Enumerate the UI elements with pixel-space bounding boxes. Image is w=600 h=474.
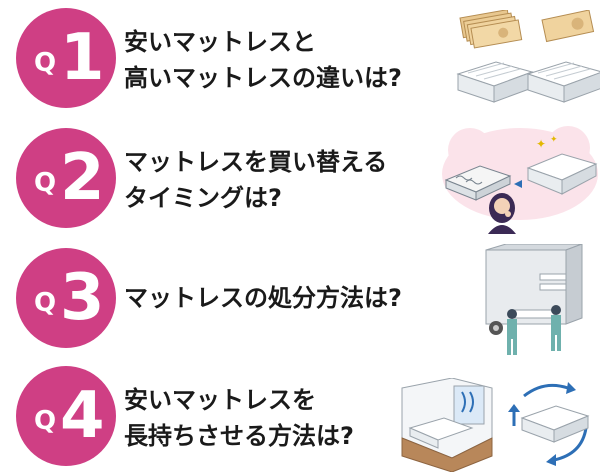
q-badge: Q 4	[16, 366, 116, 466]
question-line: マットレスの処分方法は?	[124, 284, 402, 312]
new-mattress-icon	[526, 153, 598, 195]
question-line: マットレスを買い替える	[124, 148, 388, 176]
q-letter: Q	[34, 48, 57, 78]
q-badge: Q 2	[16, 128, 116, 228]
cheap-vs-expensive-illustration	[456, 10, 600, 103]
mattress-icon	[526, 61, 600, 103]
arrow-icon	[514, 180, 522, 188]
faq-item-q1: Q 1 安いマットレスと 高いマットレスの違いは?	[0, 0, 600, 120]
mattress-icon	[456, 61, 534, 103]
long-life-illustration	[401, 378, 590, 472]
q-badge: Q 3	[16, 248, 116, 348]
q-number: 4	[60, 379, 105, 453]
q-number: 3	[60, 261, 105, 335]
question-text: 安いマットレスと 高いマットレスの違いは?	[124, 24, 402, 96]
question-line: タイミングは?	[124, 184, 282, 212]
bedroom-window-icon	[401, 378, 493, 472]
single-banknote-icon	[541, 10, 595, 43]
disposal-illustration	[485, 244, 583, 355]
rotate-arrows-icon	[508, 382, 588, 466]
moving-truck-icon	[485, 244, 583, 335]
faq-item-q3: Q 3 マットレスの処分方法は?	[0, 240, 600, 360]
mattress-icon	[520, 405, 590, 443]
question-text: マットレスの処分方法は?	[124, 280, 402, 316]
question-line: 安いマットレスと	[124, 28, 316, 56]
question-text: マットレスを買い替える タイミングは?	[124, 144, 387, 216]
question-line: 長持ちさせる方法は?	[124, 422, 354, 450]
question-line: 安いマットレスを	[124, 386, 316, 414]
banknotes-stack-icon	[459, 10, 523, 49]
faq-item-q4: Q 4 安いマットレスを 長持ちさせる方法は?	[0, 358, 600, 474]
question-text: 安いマットレスを 長持ちさせる方法は?	[124, 382, 354, 454]
q-number: 1	[60, 21, 105, 95]
q-letter: Q	[34, 406, 57, 436]
q-letter: Q	[34, 168, 57, 198]
question-line: 高いマットレスの違いは?	[124, 64, 402, 92]
q-badge: Q 1	[16, 8, 116, 108]
q-letter: Q	[34, 288, 57, 318]
old-spring-mattress-icon	[444, 165, 512, 201]
sparkle-icon: ✦	[550, 135, 558, 145]
worried-woman-icon	[488, 193, 516, 234]
replace-timing-illustration: ✦ ✦	[442, 126, 598, 234]
movers-icon	[507, 305, 561, 355]
q-number: 2	[60, 141, 105, 215]
faq-item-q2: Q 2 マットレスを買い替える タイミングは?	[0, 118, 600, 238]
sparkle-icon: ✦	[536, 137, 546, 151]
